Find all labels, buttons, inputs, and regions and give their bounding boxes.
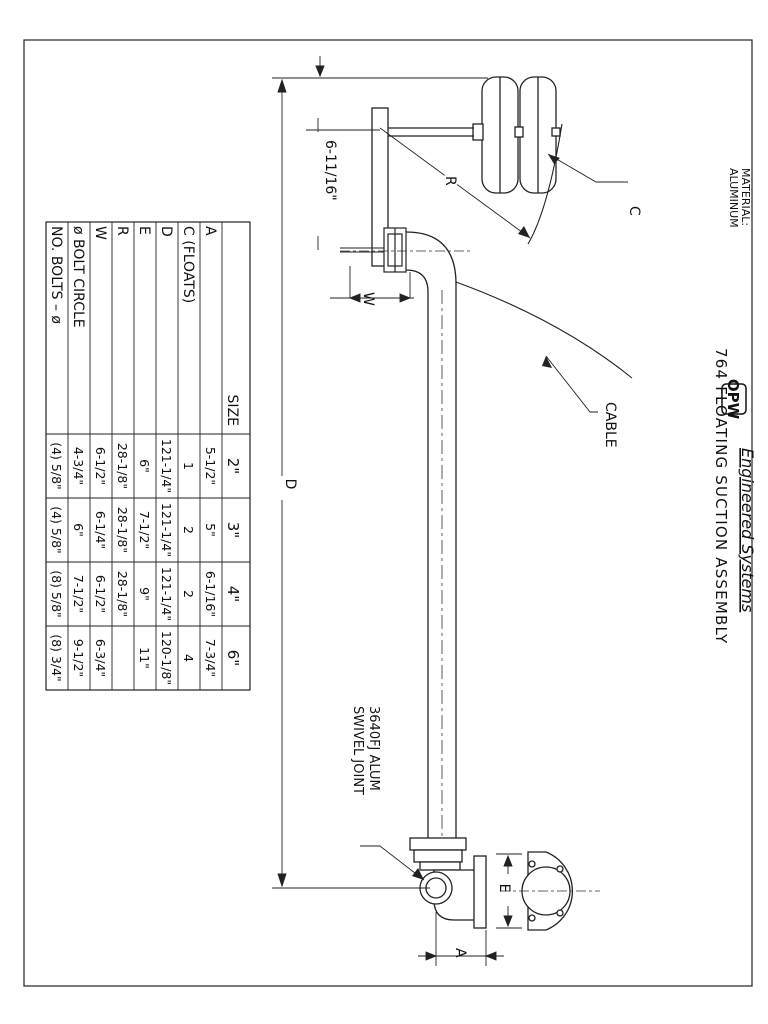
sheet-border	[23, 39, 753, 987]
table-cell: 6-3/4"	[93, 639, 108, 677]
table-cell: 7-1/2"	[137, 511, 152, 549]
table-cell: 121-1/4"	[159, 567, 174, 621]
table-cell: 5-1/2"	[203, 447, 218, 485]
cable-label: CABLE	[602, 402, 618, 448]
table-row-label: A	[202, 226, 218, 236]
table-cell: (4) 5/8"	[49, 506, 64, 554]
e-label: E	[496, 884, 512, 893]
table-cell: 6"	[71, 523, 86, 537]
table-header-cell: 4"	[224, 586, 242, 602]
w-label: W	[360, 292, 376, 306]
w-dimension	[330, 266, 414, 303]
elbow-flange	[383, 227, 407, 273]
table-cell: 28-1/8"	[115, 443, 130, 489]
table-cell: 9-1/2"	[71, 639, 86, 677]
table-cell: 4-3/4"	[71, 447, 86, 485]
brand-tagline: Engineered Systems	[738, 448, 757, 612]
table-cell: 6-1/4"	[93, 511, 108, 549]
table-cell: 4	[181, 654, 196, 662]
table-header-cell: 2"	[224, 458, 242, 474]
dimension-table: SIZE 2" 3" 4" 6" A 5-1/2" 5" 6-1/16" 7-3/4" C (FLO…	[45, 221, 251, 691]
drawing-title: 764 FLOATING SUCTION ASSEMBLY	[712, 348, 730, 644]
offset-dimension	[306, 118, 384, 253]
table-cell: (4) 5/8"	[49, 442, 64, 490]
table-cell: 2	[181, 590, 196, 598]
swivel-leader	[360, 845, 425, 881]
e-dimension	[496, 853, 522, 929]
material-label: MATERIAL:	[739, 168, 752, 226]
material-value: ALUMINUM	[727, 168, 740, 228]
table-cell: 121-1/4"	[159, 503, 174, 557]
table-cell: 28-1/8"	[115, 571, 130, 617]
table-header-cell: 6"	[224, 650, 242, 666]
table-cell: 121-1/4"	[159, 439, 174, 493]
table-row-label: C (FLOATS)	[180, 226, 196, 303]
r-label: R	[442, 176, 458, 186]
table-cell: 7-3/4"	[203, 639, 218, 677]
table-row-label: ø BOLT CIRCLE	[70, 226, 86, 328]
table-row-label: D	[158, 226, 174, 237]
table-cell: 120-1/8"	[159, 631, 174, 685]
table-frame	[45, 221, 251, 691]
table-cell: 28-1/8"	[115, 507, 130, 553]
table-cell: 6-1/2"	[93, 575, 108, 613]
swivel-label-line1: 3640FJ ALUM	[366, 706, 381, 791]
float-rod	[388, 127, 474, 137]
r-dimension-line	[379, 127, 531, 239]
table-cell: 1	[181, 462, 196, 470]
table-cell: 6-1/16"	[203, 571, 218, 617]
table-row-label: W	[92, 226, 108, 240]
bracket-plate	[371, 107, 389, 267]
table-cell: 6-1/2"	[93, 447, 108, 485]
c-label: C	[626, 206, 642, 216]
offset-label: 6-11/16"	[322, 140, 338, 201]
table-cell: 2	[181, 526, 196, 534]
swivel-label-line2: SWIVEL JOINT	[350, 706, 365, 795]
logo-text: OPW	[724, 379, 742, 420]
table-cell: 6"	[137, 459, 152, 473]
swivel-joint	[409, 837, 487, 929]
a-dimension	[418, 912, 504, 966]
table-cell: 9"	[137, 587, 152, 601]
d-dimension	[272, 56, 488, 889]
table-cell: (8) 5/8"	[49, 570, 64, 618]
table-row-label: R	[114, 226, 130, 236]
table-header-cell: 3"	[224, 522, 242, 538]
table-cell: 5"	[203, 523, 218, 537]
cable-leader	[545, 355, 598, 413]
table-cell: 11"	[137, 647, 152, 669]
table-row-label: NO. BOLTS – ø	[48, 226, 64, 324]
c-leader	[547, 153, 628, 183]
table-cell: 7-1/2"	[71, 575, 86, 613]
table-cell: (8) 3/4"	[49, 634, 64, 682]
floats	[472, 76, 561, 194]
table-row-label: E	[136, 226, 152, 235]
table-row-label: SIZE	[224, 395, 240, 426]
a-label: A	[452, 948, 468, 958]
cable	[455, 281, 633, 379]
arc-c	[527, 123, 563, 245]
d-label: D	[282, 479, 298, 490]
logo: OPW	[721, 379, 747, 420]
